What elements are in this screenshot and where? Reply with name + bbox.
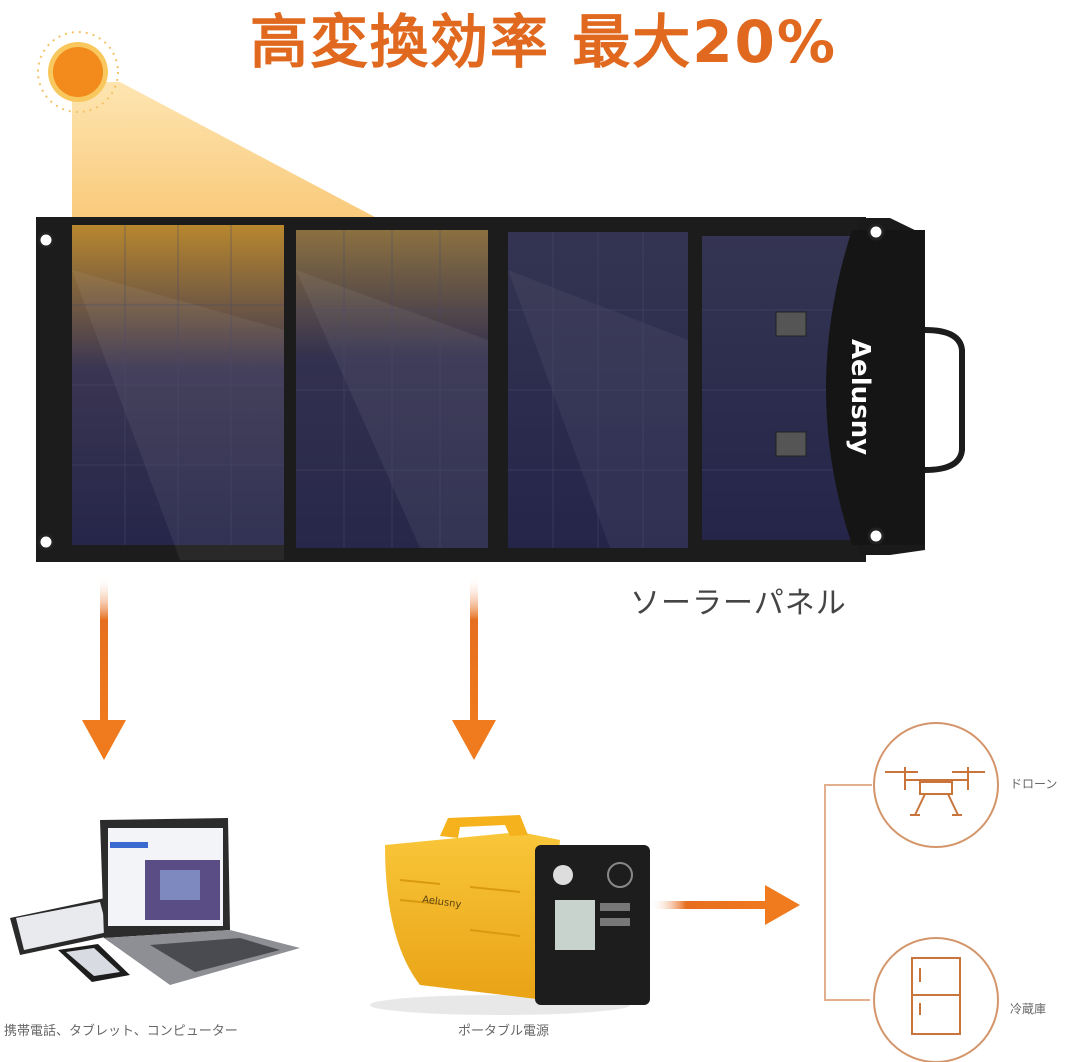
drone-icon: [873, 722, 999, 848]
output-connector: [824, 784, 872, 1001]
arrow-down-icon: [452, 575, 496, 760]
arrow-down-icon: [82, 575, 126, 760]
headline: 高変換効率 最大20%: [250, 8, 838, 76]
refrigerator-icon: [873, 937, 999, 1062]
computers-caption: 携帯電話、タブレット、コンピューター: [4, 1024, 238, 1039]
power-station-illustration: [370, 815, 650, 1015]
drone-caption: ドローン: [1010, 777, 1058, 791]
sun-icon: [37, 31, 119, 113]
sunbeam: [72, 82, 390, 225]
laptop-tablet-phone-illustration: [10, 818, 300, 985]
arrow-right-icon: [650, 885, 800, 925]
solar-panel-label: ソーラーパネル: [630, 586, 847, 621]
brand-label: Aelusny: [845, 338, 875, 456]
power-station-caption: ポータブル電源: [458, 1024, 550, 1039]
solar-panel-illustration: [36, 217, 965, 562]
refrigerator-caption: 冷蔵庫: [1010, 1002, 1047, 1016]
